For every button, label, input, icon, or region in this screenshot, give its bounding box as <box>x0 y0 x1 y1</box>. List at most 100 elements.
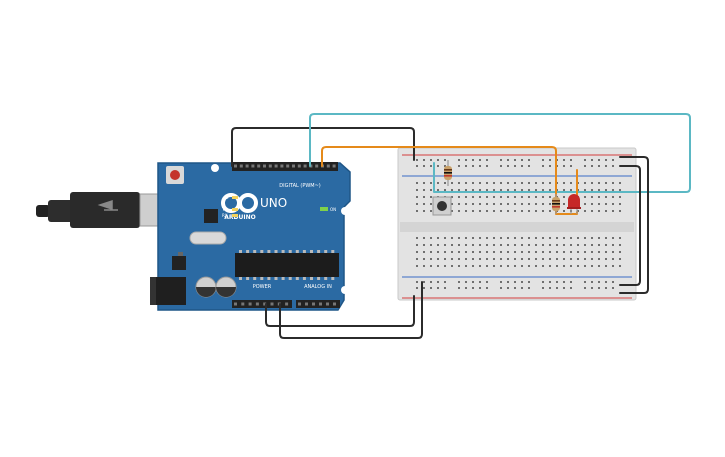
breadboard-hole <box>430 287 432 289</box>
header-pin <box>245 164 249 168</box>
breadboard-holes <box>416 159 621 289</box>
usb-chip <box>204 209 218 223</box>
chip-pin <box>260 250 264 253</box>
breadboard-hole <box>549 189 551 191</box>
breadboard-hole <box>437 287 439 289</box>
breadboard-hole <box>437 258 439 260</box>
breadboard-hole <box>472 244 474 246</box>
breadboard-hole <box>507 189 509 191</box>
breadboard-hole <box>542 281 544 283</box>
breadboard-hole <box>472 287 474 289</box>
breadboard-hole <box>591 210 593 212</box>
power-header[interactable] <box>232 300 292 308</box>
chip-pin <box>281 277 285 280</box>
breadboard-hole <box>521 210 523 212</box>
breadboard-hole <box>416 281 418 283</box>
breadboard-hole <box>570 189 572 191</box>
breadboard-hole <box>542 265 544 267</box>
header-pin <box>241 302 245 306</box>
breadboard-hole <box>584 196 586 198</box>
breadboard-hole <box>584 281 586 283</box>
wire-gnd-top[interactable] <box>231 127 415 167</box>
breadboard-hole <box>430 244 432 246</box>
breadboard-hole <box>542 210 544 212</box>
wire-gnd-bottom[interactable] <box>279 281 423 339</box>
chip-pin <box>295 277 299 280</box>
breadboard-hole <box>612 258 614 260</box>
breadboard-hole <box>430 258 432 260</box>
wire-orange-led[interactable] <box>321 146 557 203</box>
breadboard-hole <box>465 287 467 289</box>
breadboard-hole <box>444 287 446 289</box>
breadboard-hole <box>500 281 502 283</box>
push-button[interactable] <box>432 196 452 216</box>
header-pin <box>257 164 261 168</box>
breadboard-hole <box>619 244 621 246</box>
chip-pin <box>310 250 313 253</box>
breadboard-hole <box>598 237 600 239</box>
breadboard-hole <box>591 203 593 205</box>
breadboard-hole <box>507 258 509 260</box>
breadboard-hole <box>514 159 516 161</box>
breadboard-hole <box>514 189 516 191</box>
svg-text:TX: TX <box>221 207 227 212</box>
breadboard-hole <box>591 182 593 184</box>
breadboard-hole <box>500 189 502 191</box>
breadboard-hole <box>437 159 439 161</box>
resistor-led[interactable] <box>552 194 560 214</box>
chip-pin <box>324 250 328 253</box>
breadboard-hole <box>514 251 516 253</box>
header-pin <box>274 164 278 168</box>
header-pin <box>292 164 295 168</box>
breadboard-hole <box>493 258 495 260</box>
wire-rail-positive-bridge[interactable] <box>619 156 649 294</box>
breadboard-hole <box>542 287 544 289</box>
breadboard-hole <box>563 182 565 184</box>
breadboard-hole <box>612 165 614 167</box>
breadboard-hole <box>507 203 509 205</box>
breadboard-hole <box>423 287 425 289</box>
breadboard-hole <box>542 244 544 246</box>
mounting-hole <box>341 286 349 294</box>
wire-5v[interactable] <box>265 295 415 327</box>
breadboard-hole <box>591 189 593 191</box>
breadboard-hole <box>528 281 530 283</box>
breadboard-hole <box>549 165 551 167</box>
breadboard-hole <box>542 182 544 184</box>
resistor-button[interactable] <box>444 160 452 186</box>
breadboard-hole <box>549 159 551 161</box>
voltage-regulator <box>172 256 186 270</box>
digital-header[interactable] <box>232 162 338 171</box>
breadboard-hole <box>458 159 460 161</box>
breadboard-hole <box>577 251 579 253</box>
breadboard-hole <box>444 237 446 239</box>
breadboard-hole <box>521 159 523 161</box>
header-pin <box>234 302 237 306</box>
header-pin <box>319 302 322 306</box>
breadboard-hole <box>507 165 509 167</box>
breadboard-hole <box>521 165 523 167</box>
arduino-board[interactable]: DIGITAL (PWM~) ARDUINO UNO L TX RX ON <box>150 162 351 311</box>
breadboard-hole <box>514 237 516 239</box>
breadboard-hole <box>416 182 418 184</box>
breadboard-hole <box>591 251 593 253</box>
breadboard-hole <box>521 287 523 289</box>
usb-cable[interactable] <box>36 192 173 228</box>
breadboard-hole <box>542 196 544 198</box>
breadboard-hole <box>486 287 488 289</box>
chip-pin <box>253 250 257 253</box>
breadboard-hole <box>598 196 600 198</box>
analog-header[interactable] <box>296 300 340 308</box>
breadboard-hole <box>500 287 502 289</box>
wire-teal-button[interactable] <box>309 113 691 193</box>
chip-pin <box>281 250 285 253</box>
breadboard-hole <box>493 237 495 239</box>
wire-rail-negative-bridge[interactable] <box>619 165 641 286</box>
breadboard-hole <box>570 251 572 253</box>
chip-pin <box>324 277 328 280</box>
red-led[interactable] <box>567 194 581 214</box>
breadboard-hole <box>528 210 530 212</box>
breadboard-hole <box>570 159 572 161</box>
breadboard-hole <box>416 203 418 205</box>
